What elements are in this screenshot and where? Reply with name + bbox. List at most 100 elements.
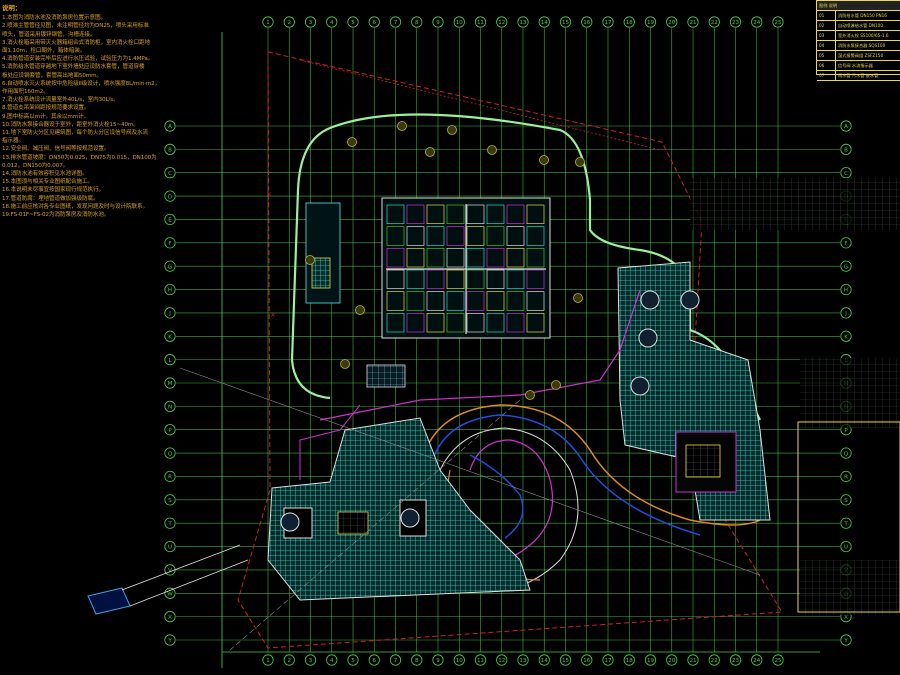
grid-bubble	[840, 120, 852, 132]
grid-bubble-label: W	[167, 591, 173, 597]
room-cell	[526, 247, 545, 268]
grid-bubble-label: 7	[394, 658, 398, 664]
grid-bubble	[517, 16, 529, 28]
grid-bubble	[432, 16, 444, 28]
room-cell	[426, 269, 445, 290]
room-cell	[526, 204, 545, 225]
grid-bubble	[389, 654, 402, 666]
grid-bubble-label: 18	[626, 20, 633, 26]
grid-bubble	[666, 654, 678, 666]
grid-bubble	[164, 634, 176, 646]
room-cell	[406, 312, 425, 333]
note-line: 4.消防管道安装完毕后应进行水压试验，试验压力为1.4MPa。	[2, 56, 154, 63]
grid-bubble-label: J	[168, 311, 171, 317]
grid-bubble	[432, 654, 444, 666]
grid-bubble	[164, 120, 176, 132]
note-line: 7.消火栓系统设计流量室外40L/s，室内30L/s。	[2, 97, 119, 104]
grid-bubble	[840, 283, 852, 296]
grid-bubble	[164, 377, 176, 389]
grid-bubble	[164, 283, 176, 296]
grid-bubble-label: E	[168, 218, 172, 224]
grid-bubble	[623, 16, 635, 28]
reference-line-2	[229, 399, 521, 651]
legend-text: 消防水泵接合器 SQS100	[838, 42, 886, 48]
grid-bubble-label: K	[844, 334, 848, 340]
grid-bubble	[453, 16, 465, 28]
room-cell	[526, 226, 545, 246]
grid-bubble-label: Q	[168, 451, 173, 457]
grid-bubble	[840, 260, 852, 272]
grid-bubble	[368, 16, 380, 28]
grid-bubble-label: R	[168, 475, 172, 481]
room-cell	[506, 312, 525, 333]
driveway-white	[439, 427, 579, 593]
grid-bubble-label: C	[168, 171, 172, 177]
hydrant-marker	[487, 145, 497, 155]
grid-bubble-label: 2	[288, 20, 292, 26]
grid-bubble-label: 10	[456, 20, 463, 26]
note-line: 作用面积160m2。	[2, 89, 49, 96]
grid-bubble	[559, 16, 572, 28]
hydrant-markers	[280, 121, 700, 532]
grid-bubble-label: 22	[711, 658, 718, 664]
grid-bubble-label: U	[844, 545, 848, 551]
room-cell	[406, 226, 425, 246]
legend-number: 03	[817, 31, 836, 40]
tower-west-stair	[311, 257, 331, 289]
grid-bubble	[164, 587, 176, 599]
grid-bubble-label: 2	[288, 658, 292, 664]
note-line: 3.消火栓箱采用带灭火器箱组合式消防柜，室内消火栓口距地	[2, 39, 150, 46]
legend-number: 02	[817, 21, 836, 30]
legend-text: 湿式报警阀组 ZSFZ150	[838, 52, 884, 58]
grid-bubble	[347, 16, 359, 28]
drawing-notes: 说明： 1.本图为消防水池及消防泵房位置示意图。2.喷淋主管管径见图，未注明管径…	[2, 4, 162, 219]
room-cell	[426, 226, 445, 246]
grid-bubble-label: 8	[415, 658, 419, 664]
grid-bubble	[581, 16, 593, 28]
grid-bubble	[517, 654, 529, 666]
grid-bubble-label: 19	[647, 20, 654, 26]
water-tank	[280, 512, 300, 532]
room-cell	[406, 247, 425, 268]
grid-bubble	[164, 447, 176, 459]
grid-bubble-label: 22	[711, 20, 718, 26]
pump-house-link-2	[129, 559, 249, 607]
note-line: 17.管道防腐：埋地管道做加强级防腐。	[2, 195, 99, 202]
hydrant-marker	[551, 380, 561, 390]
grid-bubble-label: 16	[583, 20, 590, 26]
water-tank	[680, 290, 700, 310]
grid-bubble-label: 11	[477, 20, 484, 26]
water-tank	[630, 376, 650, 396]
grid-bubble	[389, 16, 402, 28]
grid-bubble	[840, 307, 852, 319]
central-building-rooms	[386, 204, 546, 334]
grid-bubble	[262, 16, 274, 28]
grid-bubble-label: 13	[520, 658, 527, 664]
room-cell	[506, 269, 525, 290]
room-cell	[466, 204, 485, 225]
sprinkler-main-pipe	[299, 404, 361, 480]
annex-building	[366, 364, 406, 388]
grid-bubble	[729, 654, 742, 666]
grid-bubble	[164, 190, 176, 202]
room-cell	[526, 312, 545, 333]
room-cell	[426, 204, 445, 225]
grid-bubble-label: 15	[562, 658, 569, 664]
fire-access-route-west	[290, 126, 331, 400]
room-cell	[466, 312, 485, 333]
grid-bubble-label: N	[168, 405, 172, 411]
grid-bubble	[164, 260, 176, 272]
grid-bubble-label: G	[168, 264, 172, 270]
note-line: 2.喷淋主管管径见图，未注明管径均为DN25，喷头采用标准	[2, 23, 149, 30]
grid-bubble	[840, 167, 852, 179]
room-cell	[466, 269, 485, 290]
grid-bubble	[453, 654, 465, 666]
pump-house	[87, 587, 131, 615]
grid-bubble-label: V	[168, 568, 172, 574]
legend-text: 消防给水管 DN150 PN16	[838, 12, 887, 18]
grid-bubble	[687, 654, 699, 666]
